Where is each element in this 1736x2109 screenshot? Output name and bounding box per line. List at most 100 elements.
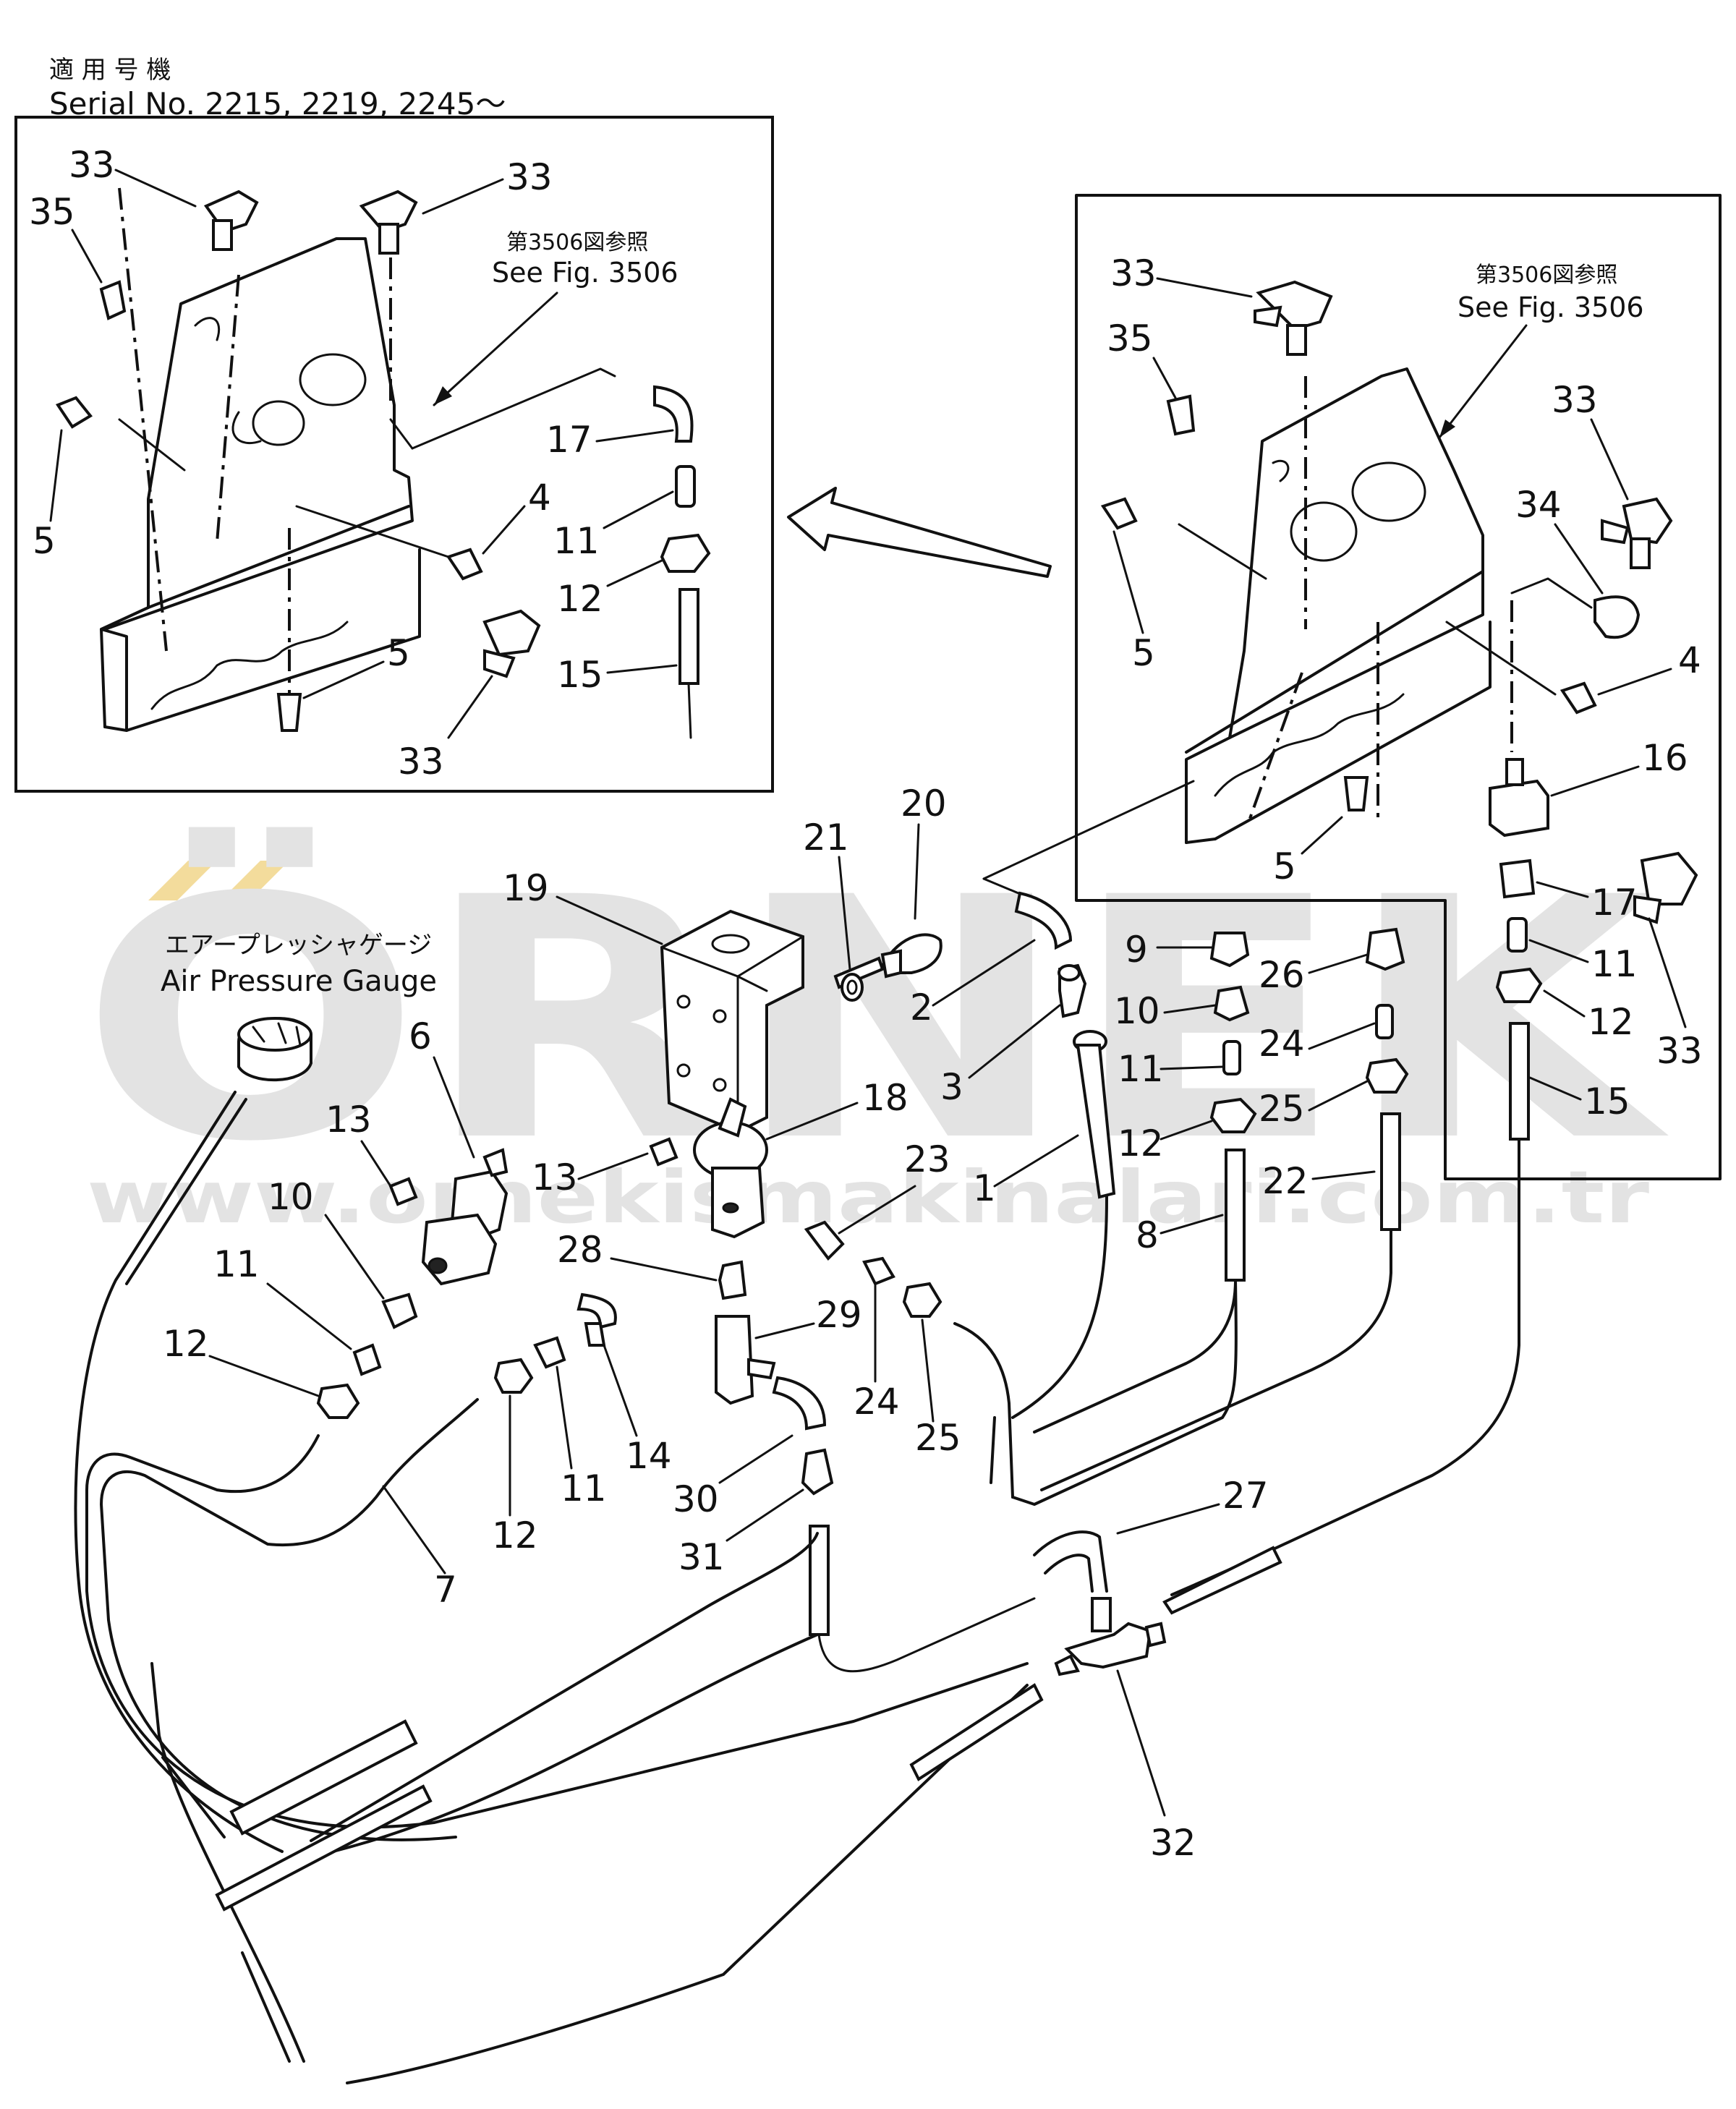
- watermark-accent-mark: [148, 861, 217, 900]
- watermark-logo: ÖRNEK: [80, 824, 1672, 1214]
- main-assembly: エアープレッシャゲージ Air Pressure Gauge: [74, 783, 1520, 2084]
- label-30: 30: [673, 1478, 719, 1520]
- inset-right-ref-en: See Fig. 3506: [1458, 291, 1644, 323]
- leader-line: [1308, 1022, 1376, 1050]
- leader-line: [606, 664, 678, 674]
- leader-line: [1163, 1004, 1217, 1014]
- label-8: 8: [1136, 1214, 1159, 1256]
- fitting-10: [1213, 985, 1250, 1022]
- leader-line: [1590, 418, 1629, 500]
- leader-line: [1116, 1669, 1166, 1817]
- leader-line: [754, 1322, 815, 1339]
- inset-right-frame: [1075, 194, 1722, 1180]
- plug-5-lower: [1343, 776, 1369, 811]
- label-33: 33: [1110, 252, 1157, 294]
- plug-4: [446, 548, 483, 581]
- leader-line: [1112, 530, 1144, 634]
- label-17: 17: [1591, 882, 1638, 924]
- label-16: 16: [1642, 737, 1688, 779]
- fitting-31: [801, 1448, 834, 1496]
- air-pressure-gauge: [237, 1017, 312, 1082]
- leader-line: [1160, 1214, 1224, 1235]
- leader-line: [765, 1102, 859, 1141]
- leader-line: [1528, 939, 1589, 963]
- leader-line: [1156, 277, 1253, 298]
- leader-line: [1311, 1170, 1376, 1180]
- air-valve-33-top-left: [203, 189, 259, 251]
- label-35: 35: [29, 191, 75, 233]
- label-12: 12: [1588, 1001, 1634, 1043]
- leader-line: [1528, 1076, 1582, 1101]
- tee-29: [715, 1315, 776, 1405]
- label-12: 12: [1118, 1122, 1164, 1164]
- label-33: 33: [398, 741, 444, 783]
- leader-line: [932, 939, 1036, 1007]
- plug-5-upper: [55, 396, 93, 429]
- leader-line: [433, 1056, 475, 1159]
- label-19: 19: [503, 867, 549, 909]
- leader-line: [556, 895, 663, 945]
- label-11: 11: [213, 1243, 260, 1285]
- label-11: 11: [1118, 1048, 1164, 1090]
- leader-line: [838, 1185, 916, 1235]
- label-24: 24: [1259, 1023, 1305, 1065]
- label-12: 12: [557, 578, 603, 620]
- leader-line: [993, 1134, 1079, 1188]
- leader-line: [433, 291, 558, 406]
- fitting-17: [1499, 858, 1536, 899]
- nut-12: [660, 533, 711, 573]
- leader-line: [360, 1140, 392, 1188]
- fitting-28: [718, 1260, 747, 1300]
- inset-right: 第3506図参照 See Fig. 3506: [982, 194, 1722, 1180]
- watermark: ÖRNEK www.ornekismakinalari.com.tr: [80, 824, 1672, 1240]
- nipple-24: [862, 1256, 895, 1286]
- arrowhead: [1439, 419, 1455, 438]
- leader-line: [577, 1152, 649, 1180]
- serial-number-label: Serial No. 2215, 2219, 2245～: [49, 86, 506, 122]
- label-28: 28: [557, 1229, 603, 1271]
- leader-line: [606, 559, 663, 587]
- reference-arrow: [787, 487, 1052, 578]
- applicable-models-label: 適 用 号 機: [49, 56, 171, 85]
- plug-5-lower: [276, 693, 302, 732]
- label-10: 10: [268, 1176, 314, 1218]
- watermark-accent-mark: [221, 861, 289, 900]
- label-4: 4: [1678, 639, 1701, 681]
- nut-12: [493, 1358, 534, 1394]
- plug-35: [99, 280, 127, 320]
- label-6: 6: [409, 1015, 432, 1057]
- leader-line: [208, 1355, 320, 1397]
- label-34: 34: [1515, 484, 1562, 526]
- label-9: 9: [1125, 929, 1148, 971]
- leader-line: [1554, 523, 1604, 595]
- label-5: 5: [1132, 632, 1155, 674]
- label-12: 12: [163, 1323, 209, 1365]
- label-11: 11: [1591, 943, 1638, 985]
- label-22: 22: [1262, 1160, 1309, 1202]
- plug-13: [649, 1137, 678, 1167]
- air-valve-33-bottom: [482, 609, 541, 678]
- leader-line: [914, 823, 920, 920]
- leader-line: [1536, 881, 1589, 898]
- label-13: 13: [326, 1099, 372, 1141]
- bolt-20: [833, 933, 943, 989]
- label-33: 33: [1552, 379, 1598, 421]
- gauge-label-en: Air Pressure Gauge: [161, 965, 437, 998]
- label-21: 21: [803, 817, 849, 858]
- fitting-10: [381, 1292, 418, 1329]
- nut-12: [1495, 967, 1543, 1003]
- nipple-11: [1222, 1040, 1241, 1075]
- leader-line: [603, 490, 674, 529]
- elbow-14: [576, 1292, 617, 1347]
- leader-line: [1160, 1120, 1213, 1141]
- fitting-26: [1365, 927, 1405, 971]
- label-10: 10: [1114, 990, 1160, 1032]
- leader-line: [422, 178, 504, 215]
- tube-15: [1509, 1022, 1530, 1141]
- nut-12: [316, 1383, 360, 1419]
- tee-fitting-32: [1054, 1597, 1167, 1676]
- label-11: 11: [561, 1467, 607, 1509]
- washer-21: [841, 973, 864, 1002]
